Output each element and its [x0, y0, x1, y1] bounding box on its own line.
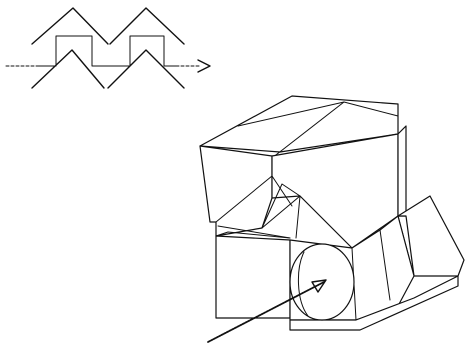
- lower-block-edge: [215, 231, 291, 239]
- chevron-up-icon: [31, 49, 105, 89]
- signal-arrow-icon: [197, 59, 211, 73]
- chevron-up-icon: [31, 7, 109, 45]
- square-pulse-2: [117, 35, 177, 67]
- beam-line: [207, 281, 325, 343]
- incoming-beam: [207, 279, 327, 343]
- cavity-edge: [261, 195, 301, 239]
- square-wave-signal: [5, 35, 201, 67]
- sphere: [289, 243, 355, 321]
- sphere-contour: [297, 251, 309, 317]
- cavity-edge: [261, 183, 301, 229]
- cutaway-cavity: [215, 175, 301, 239]
- chevron-up-icon: [109, 7, 185, 45]
- cavity-edge: [215, 175, 293, 223]
- cube-top-face: [199, 95, 399, 153]
- cube-assembly: [199, 95, 465, 343]
- waveform-symbol: [5, 7, 211, 89]
- lower-chevrons: [31, 49, 185, 89]
- chevron-up-icon: [107, 49, 185, 89]
- panel-edge: [379, 229, 391, 301]
- right-column: [397, 125, 407, 217]
- left-upper-block: [199, 145, 273, 237]
- square-pulse-1: [35, 35, 119, 67]
- top-face-divider: [271, 101, 399, 159]
- top-face-divider: [237, 101, 345, 127]
- arrow-head-icon: [311, 279, 327, 293]
- cavity-edge: [217, 225, 291, 239]
- bottom-slab: [289, 275, 459, 331]
- upper-chevrons: [31, 7, 185, 45]
